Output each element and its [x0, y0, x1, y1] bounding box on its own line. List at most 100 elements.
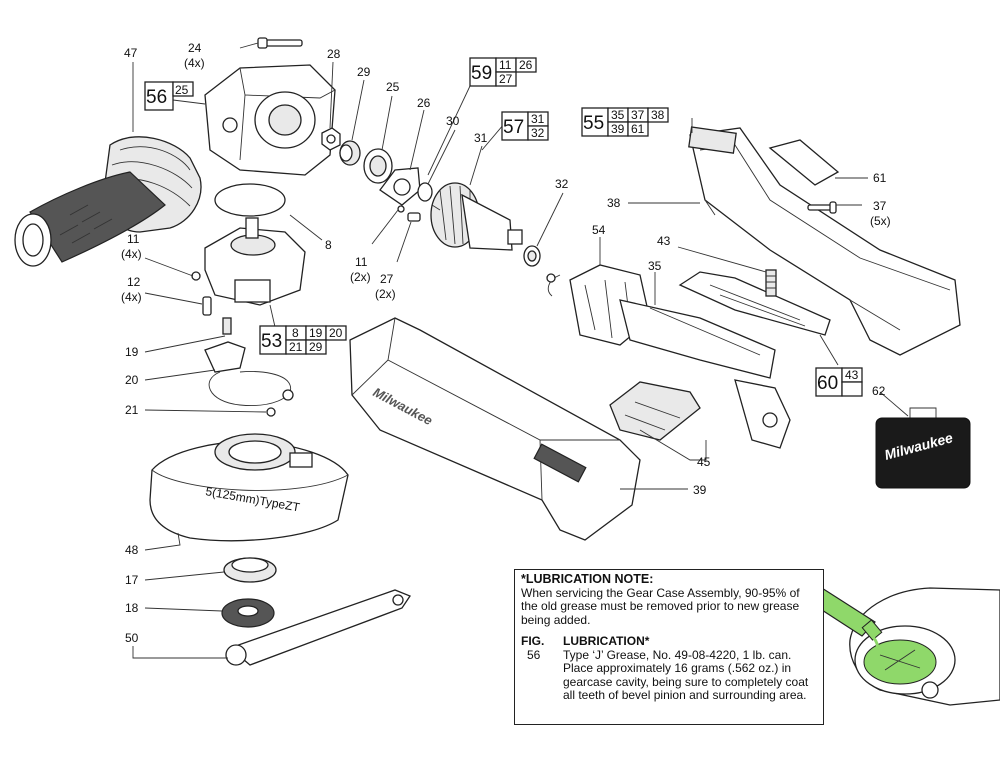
screw-21	[266, 407, 276, 417]
callout-61: 61	[873, 171, 887, 185]
callout-28: 28	[327, 47, 341, 61]
bearing-cap-assembly	[204, 217, 306, 306]
assembly-53-part-19: 19	[309, 326, 323, 340]
handle-housing-38	[688, 126, 961, 356]
washer-11b	[397, 205, 405, 213]
callout-12-qty: (4x)	[121, 290, 142, 304]
assembly-59-part-27: 27	[499, 72, 513, 86]
label-plate-61	[768, 139, 840, 186]
gear-case	[204, 64, 336, 176]
callout-8: 8	[325, 238, 332, 252]
stator-electronics	[546, 264, 791, 449]
inner-flange-17	[223, 557, 277, 583]
callout-11-b-qty: (2x)	[350, 270, 371, 284]
lubrication-subtitle: LUBRICATION*	[563, 634, 650, 648]
lubrication-note: *LUBRICATION NOTE: When servicing the Ge…	[514, 569, 824, 725]
lubrication-detail-column: LUBRICATION* Type ‘J’ Grease, No. 49-08-…	[563, 634, 817, 703]
retaining-ring-30	[417, 182, 433, 202]
assembly-55-part-61: 61	[631, 122, 645, 136]
assembly-53-part-29: 29	[309, 340, 323, 354]
assembly-55-part-39: 39	[611, 122, 625, 136]
screw-37	[807, 201, 837, 214]
assembly-53-part-20: 20	[329, 326, 343, 340]
callout-45: 45	[697, 455, 711, 469]
clamp-ring-20	[208, 371, 294, 406]
assembly-57-number: 57	[503, 117, 524, 138]
callout-31: 31	[474, 131, 488, 145]
fig-number: 56	[527, 647, 541, 662]
callout-11-a: 11	[127, 232, 140, 246]
lock-nut-18	[221, 598, 275, 628]
paddle-switch	[678, 271, 831, 336]
callout-29: 29	[357, 65, 371, 79]
callout-25: 25	[386, 80, 400, 94]
armature	[430, 182, 523, 251]
assembly-56-number: 56	[146, 87, 167, 108]
callout-38: 38	[607, 196, 621, 210]
assembly-box-55: 55 35 37 38 39 61	[581, 107, 669, 137]
screw-27	[407, 212, 421, 222]
o-ring-8	[214, 183, 286, 217]
side-handle	[14, 136, 202, 267]
callout-24: 24	[188, 41, 202, 55]
assembly-60-part-43: 43	[845, 368, 859, 382]
callout-20: 20	[125, 373, 139, 387]
lubrication-note-text: When servicing the Gear Case Assembly, 9…	[521, 585, 800, 627]
assembly-57-part-32: 32	[531, 126, 545, 140]
fig-label: FIG.	[521, 634, 545, 648]
assembly-55-part-38: 38	[651, 108, 665, 122]
lubrication-fig-row: FIG. 56 LUBRICATION* Type ‘J’ Grease, No…	[521, 634, 817, 703]
assembly-box-53: 53 8 19 20 21 29	[259, 325, 347, 355]
callout-21: 21	[125, 403, 139, 417]
assembly-box-60: 60 43	[815, 367, 863, 397]
carry-case: Milwaukee	[875, 407, 971, 489]
assembly-59-part-11: 11	[499, 58, 512, 72]
assembly-57-part-31: 31	[531, 112, 545, 126]
assembly-box-59: 59 11 26 27	[469, 57, 537, 87]
callout-39: 39	[693, 483, 707, 497]
spring-43	[765, 269, 777, 297]
spindle-lock-button	[204, 341, 246, 373]
callout-11-b: 11	[355, 255, 368, 269]
callout-48: 48	[125, 543, 139, 557]
assembly-59-part-26: 26	[519, 58, 533, 72]
leader-lines	[132, 42, 909, 659]
bearing-25	[363, 148, 393, 184]
assembly-box-57: 57 31 32	[501, 111, 549, 141]
grease-illustration	[787, 573, 1000, 706]
callout-12: 12	[127, 275, 141, 289]
lubrication-detail: Type ‘J’ Grease, No. 49-08-4220, 1 lb. c…	[563, 647, 809, 702]
bearing-32	[523, 245, 541, 267]
bearing-plate-26	[379, 167, 421, 206]
nut-28	[321, 127, 341, 151]
callout-17: 17	[125, 573, 139, 587]
assembly-53-number: 53	[261, 331, 282, 352]
callout-26: 26	[417, 96, 431, 110]
callout-35: 35	[648, 259, 662, 273]
assembly-59-number: 59	[471, 63, 492, 84]
callout-27-qty: (2x)	[375, 287, 396, 301]
callout-50: 50	[125, 631, 139, 645]
assembly-55-part-37: 37	[631, 108, 645, 122]
trigger-pad-45	[609, 381, 701, 441]
screw-12	[202, 296, 212, 316]
assembly-53-part-21: 21	[289, 340, 303, 354]
callout-24-qty: (4x)	[184, 56, 205, 70]
assembly-box-56: 56 25	[144, 81, 194, 111]
callout-30: 30	[446, 114, 460, 128]
spring-19	[222, 317, 232, 335]
screw-24	[257, 37, 303, 49]
lubrication-title: *LUBRICATION NOTE:	[521, 572, 654, 586]
motor-housing: Milwaukee	[349, 317, 641, 541]
callout-43: 43	[657, 234, 671, 248]
assembly-60-number: 60	[817, 373, 838, 394]
callout-47: 47	[124, 46, 138, 60]
assembly-55-number: 55	[583, 113, 604, 134]
callout-32: 32	[555, 177, 569, 191]
spanner-wrench	[225, 589, 411, 666]
callout-27: 27	[380, 272, 394, 286]
callout-54: 54	[592, 223, 606, 237]
washer-11	[191, 271, 201, 281]
callout-numbers: 47 24 (4x) 28 29 25 26 30 31 32 8 11 (4x…	[121, 41, 891, 645]
